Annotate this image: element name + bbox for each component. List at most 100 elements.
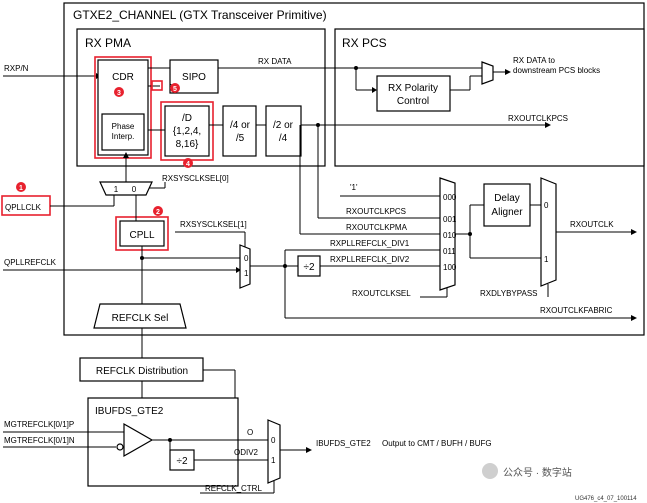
bot-mux-0: 0 bbox=[271, 436, 276, 445]
mux-000: 000 bbox=[443, 193, 457, 202]
div-4or5-label-1: /4 or bbox=[230, 120, 251, 131]
rxoutclkpcs-label: RXOUTCLKPCS bbox=[346, 207, 406, 216]
cpll-mux-1: 1 bbox=[244, 269, 249, 278]
cpll-ref-mux bbox=[239, 244, 251, 289]
rxoutclkpma-label: RXOUTCLKPMA bbox=[346, 223, 408, 232]
ibufds-out-arrow bbox=[306, 447, 312, 453]
qpllrefclk-arrow bbox=[236, 267, 241, 273]
rx-data-to-1: RX DATA to bbox=[513, 56, 555, 65]
div2-label-b: ÷2 bbox=[176, 456, 187, 467]
mgtrefclk-p-label: MGTREFCLK[0/1]P bbox=[4, 420, 74, 429]
rxoutclksel-label: RXOUTCLKSEL bbox=[352, 289, 411, 298]
delay-aligner-block bbox=[483, 183, 531, 227]
refclk-ctrl-label: REFCLK_CTRL bbox=[205, 484, 262, 493]
rxoutclkpcs-top-label: RXOUTCLKPCS bbox=[508, 114, 568, 123]
const-one-label: '1' bbox=[350, 183, 358, 192]
rx-polarity-label-1: RX Polarity bbox=[388, 83, 438, 94]
qpllclk-label: QPLLCLK bbox=[5, 203, 42, 212]
div2-label: RXPLLREFCLK_DIV2 bbox=[330, 255, 410, 264]
rxoutclkfabric-label: RXOUTCLKFABRIC bbox=[540, 306, 613, 315]
rxdlybypass-label: RXDLYBYPASS bbox=[480, 289, 538, 298]
invert-bubble bbox=[116, 443, 124, 451]
div-4or5-block bbox=[222, 105, 257, 157]
delay-mux bbox=[540, 177, 557, 287]
rx-data-label: RX DATA bbox=[258, 57, 292, 66]
cdr-label: CDR bbox=[112, 72, 134, 83]
marker-1-label: 1 bbox=[19, 185, 23, 192]
rx-data-to-2: downstream PCS blocks bbox=[513, 66, 600, 75]
marker-3-label: 3 bbox=[117, 90, 121, 97]
refclk-sel-label: REFCLK Sel bbox=[112, 313, 169, 324]
gtxe2-channel-title: GTXE2_CHANNEL (GTX Transceiver Primitive… bbox=[73, 8, 327, 22]
mux-010: 010 bbox=[443, 231, 457, 240]
phase-interp-label-2: Interp. bbox=[112, 132, 135, 141]
rxoutclk-label: RXOUTCLK bbox=[570, 220, 614, 229]
sipo-clk-highlight bbox=[151, 80, 163, 91]
div2-label-a: ÷2 bbox=[303, 262, 314, 273]
cpll-mux-0: 0 bbox=[244, 254, 249, 263]
mux-001: 001 bbox=[443, 215, 457, 224]
div-d-label-2: {1,2,4, bbox=[173, 126, 201, 137]
qpllrefclk-label: QPLLREFCLK bbox=[4, 258, 57, 267]
div-d-label-3: 8,16} bbox=[176, 139, 199, 150]
rx-polarity-label-2: Control bbox=[397, 96, 429, 107]
rx-pma-title: RX PMA bbox=[85, 36, 131, 50]
rxoutclkpcs-arrow bbox=[545, 122, 551, 128]
odiv2-label: ODIV2 bbox=[234, 448, 259, 457]
ibufds-mux bbox=[267, 419, 281, 484]
mgtrefclk-n-label: MGTREFCLK[0/1]N bbox=[4, 436, 75, 445]
div-4or5-label-2: /5 bbox=[236, 133, 245, 144]
rx-polarity-block bbox=[376, 75, 451, 112]
output-to-label: Output to CMT / BUFH / BUFG bbox=[382, 439, 492, 448]
ibufds-frame bbox=[87, 397, 239, 487]
marker-4-label: 4 bbox=[186, 161, 190, 168]
div-2or4-label-2: /4 bbox=[279, 133, 288, 144]
delay-mux-0: 0 bbox=[544, 201, 549, 210]
rxoutclk-arrow bbox=[631, 229, 637, 235]
div-d-label-1: /D bbox=[182, 113, 192, 124]
rxsysclksel0-label: RXSYSCLKSEL[0] bbox=[162, 174, 229, 183]
polarity-in-arrow bbox=[372, 87, 377, 93]
cpll-ref-junction bbox=[140, 256, 144, 260]
cpll-label: CPLL bbox=[129, 230, 154, 241]
rx-data-out-arrow bbox=[505, 69, 511, 75]
refclk-distribution-label: REFCLK Distribution bbox=[96, 366, 188, 377]
marker-5-label: 5 bbox=[173, 86, 177, 93]
marker-1 bbox=[16, 182, 26, 192]
ibufds-title: IBUFDS_GTE2 bbox=[95, 406, 164, 417]
ibufds-buffer bbox=[123, 422, 154, 458]
phase-interp-label-1: Phase bbox=[112, 122, 135, 131]
mux-sel-0: 0 bbox=[132, 185, 137, 194]
div-2or4-label-1: /2 or bbox=[273, 120, 294, 131]
mux-sel-1: 1 bbox=[114, 185, 119, 194]
rxsysclksel1-label: RXSYSCLKSEL[1] bbox=[180, 220, 247, 229]
phase-interp-block bbox=[101, 113, 145, 151]
rx-data-mux bbox=[481, 61, 494, 85]
div1-label: RXPLLREFCLK_DIV1 bbox=[330, 239, 410, 248]
marker-5 bbox=[170, 83, 180, 93]
div-2or4-block bbox=[265, 105, 302, 157]
wechat-logo-icon bbox=[482, 463, 498, 479]
rxpn-label: RXP/N bbox=[4, 64, 29, 73]
mux-to-cdr-arrow bbox=[123, 152, 129, 158]
mux-011: 011 bbox=[443, 247, 456, 256]
delay-mux-1: 1 bbox=[544, 255, 549, 264]
marker-4 bbox=[183, 158, 193, 168]
bot-mux-1: 1 bbox=[271, 456, 276, 465]
delay-aligner-label-1: Delay bbox=[494, 193, 520, 204]
o-label: O bbox=[247, 428, 253, 437]
rx-pcs-title: RX PCS bbox=[342, 36, 387, 50]
marker-2 bbox=[153, 206, 163, 216]
delay-aligner-label-2: Aligner bbox=[491, 207, 523, 218]
rxsysclksel0-mux bbox=[99, 181, 153, 196]
div-d-block bbox=[164, 105, 210, 157]
sipo-label: SIPO bbox=[182, 72, 206, 83]
marker-3 bbox=[114, 87, 124, 97]
fabric-arrow bbox=[631, 315, 637, 321]
watermark-text: 公众号 · 数字站 bbox=[503, 466, 572, 479]
marker-2-label: 2 bbox=[156, 209, 160, 216]
figure-id: UG476_c4_07_100114 bbox=[575, 496, 637, 502]
refclk-sel-block bbox=[93, 303, 187, 329]
